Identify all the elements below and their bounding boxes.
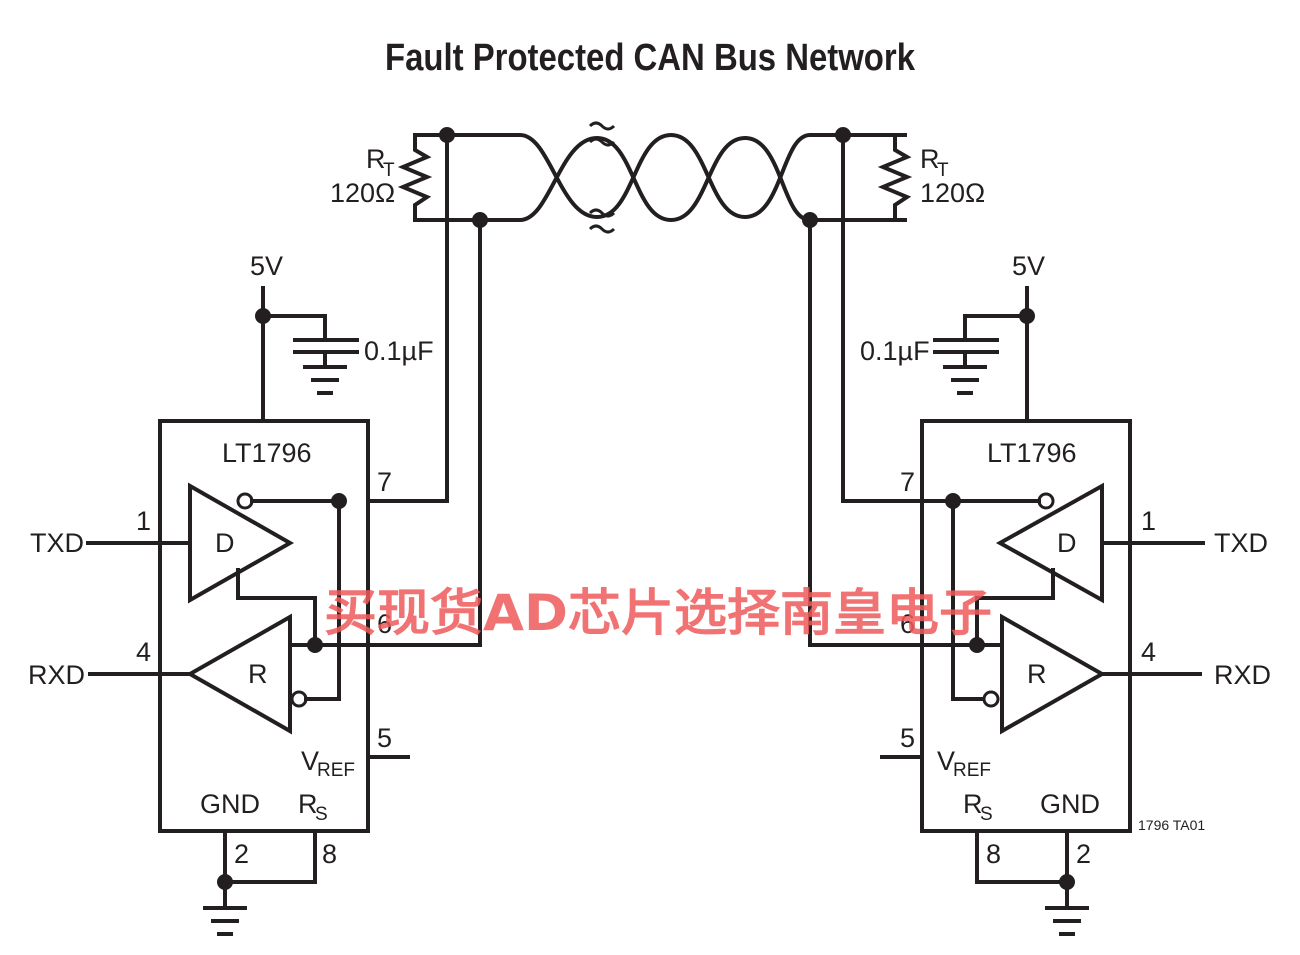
left-vref-sub: REF — [317, 760, 355, 781]
left-receiver-label: R — [248, 659, 268, 689]
right-termination-resistor: R T 120Ω — [877, 133, 985, 222]
left-lt1796-chip: LT1796 D R TXD RXD V REF GND R S 1 4 7 6… — [28, 419, 410, 936]
left-pin-5: 5 — [377, 723, 392, 753]
diagram-title: Fault Protected CAN Bus Network — [385, 37, 916, 79]
right-gnd-label: GND — [1040, 789, 1100, 819]
left-pin-2: 2 — [234, 839, 249, 869]
left-chip-name: LT1796 — [222, 438, 312, 468]
right-supply: 5V 0.1µF — [860, 251, 1045, 423]
right-rt-sub: T — [937, 160, 949, 181]
right-cap-label: 0.1µF — [860, 336, 930, 366]
right-vref-sub: REF — [953, 760, 991, 781]
left-gnd-label: GND — [200, 789, 260, 819]
left-rxd-label: RXD — [28, 660, 85, 690]
right-pin-4: 4 — [1141, 637, 1156, 667]
right-vref-label: V — [937, 746, 955, 776]
twisted-pair-cable — [413, 121, 907, 234]
left-cap-label: 0.1µF — [364, 336, 434, 366]
left-vref-label: V — [301, 746, 319, 776]
right-rs-label: R — [963, 789, 983, 819]
right-rs-sub: S — [980, 804, 993, 825]
left-pin-6: 6 — [377, 609, 392, 639]
watermark: 买现货AD芯片选择南皇电子 — [324, 584, 992, 642]
left-5v-label: 5V — [250, 251, 283, 281]
left-termination-resistor: R T 120Ω — [330, 133, 433, 222]
left-rs-sub: S — [315, 804, 328, 825]
right-driver-label: D — [1057, 528, 1077, 558]
left-supply: 5V 0.1µF — [250, 251, 434, 423]
left-pin-8: 8 — [322, 839, 337, 869]
right-lt1796-chip: LT1796 D R TXD RXD V REF R S GND 1 4 7 6… — [880, 419, 1271, 936]
right-chip-name: LT1796 — [987, 438, 1077, 468]
right-5v-label: 5V — [1012, 251, 1045, 281]
right-pin-6: 6 — [900, 609, 915, 639]
left-rs-label: R — [298, 789, 318, 819]
right-rt-label: R — [920, 144, 940, 174]
right-pin-1: 1 — [1141, 506, 1156, 536]
right-rxd-label: RXD — [1214, 660, 1271, 690]
right-pin-5: 5 — [900, 723, 915, 753]
right-rt-value: 120Ω — [920, 178, 985, 208]
right-pin-7: 7 — [900, 467, 915, 497]
right-receiver-label: R — [1027, 659, 1047, 689]
left-pin-7: 7 — [377, 467, 392, 497]
bus-wiring — [366, 127, 924, 647]
left-rt-value: 120Ω — [330, 178, 395, 208]
left-txd-label: TXD — [30, 528, 84, 558]
right-txd-label: TXD — [1214, 528, 1268, 558]
left-pin-4: 4 — [136, 637, 151, 667]
figure-id: 1796 TA01 — [1138, 817, 1205, 833]
right-pin-8: 8 — [986, 839, 1001, 869]
left-pin-1: 1 — [136, 506, 151, 536]
left-rt-sub: T — [383, 160, 395, 181]
left-driver-label: D — [215, 528, 235, 558]
left-rt-label: R — [366, 144, 386, 174]
right-pin-2: 2 — [1076, 839, 1091, 869]
